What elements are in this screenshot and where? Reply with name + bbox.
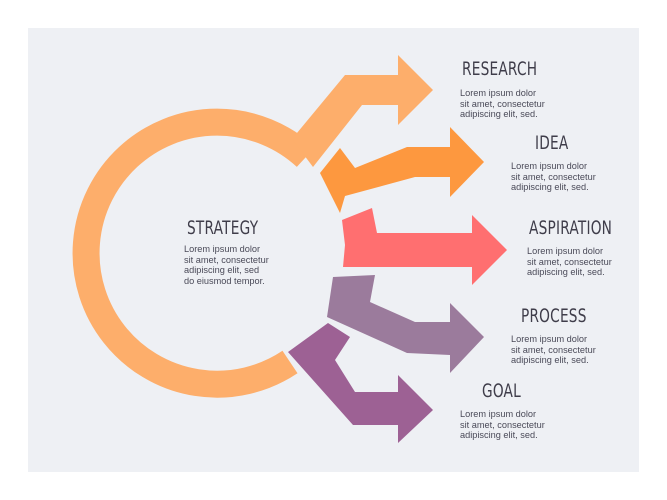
goal-title: GOAL xyxy=(482,380,521,402)
aspiration-arrow xyxy=(342,208,507,285)
center-title: STRATEGY xyxy=(187,217,259,239)
aspiration-description: Lorem ipsum dolor sit amet, consectetur … xyxy=(527,246,612,278)
research-title: RESEARCH xyxy=(462,58,538,80)
research-arrow xyxy=(292,55,433,167)
center-description: Lorem ipsum dolor sit amet, consectetur … xyxy=(184,244,269,286)
process-description: Lorem ipsum dolor sit amet, consectetur … xyxy=(511,334,596,366)
desc-line: sit amet, consectetur xyxy=(511,171,596,182)
idea-arrow xyxy=(320,127,484,213)
goal-arrow xyxy=(288,323,433,443)
desc-line: adipiscing elit, sed. xyxy=(460,109,538,119)
strategy-ring xyxy=(72,108,316,398)
process-title: PROCESS xyxy=(521,305,587,327)
idea-description: Lorem ipsum dolor sit amet, consectetur … xyxy=(511,161,596,193)
desc-line: Lorem ipsum dolor xyxy=(460,409,537,419)
desc-line: adipiscing elit, sed. xyxy=(460,430,538,440)
desc-line: do eiusmod tempor. xyxy=(184,275,265,286)
desc-line: Lorem ipsum dolor xyxy=(460,88,537,98)
idea-title: IDEA xyxy=(535,132,569,154)
process-arrow xyxy=(327,275,484,373)
goal-description: Lorem ipsum dolor sit amet, consectetur … xyxy=(460,409,545,441)
desc-line: sit amet, consectetur xyxy=(511,344,596,355)
research-description: Lorem ipsum dolor sit amet, consectetur … xyxy=(460,88,545,120)
desc-line: Lorem ipsum dolor xyxy=(511,161,588,171)
desc-line: sit amet, consectetur xyxy=(527,256,612,267)
desc-line: Lorem ipsum dolor xyxy=(184,244,261,254)
desc-line: adipiscing elit, sed. xyxy=(511,182,589,192)
desc-line: adipiscing elit, sed xyxy=(184,265,260,275)
desc-line: Lorem ipsum dolor xyxy=(527,246,604,256)
desc-line: adipiscing elit, sed. xyxy=(527,267,605,277)
desc-line: adipiscing elit, sed. xyxy=(511,355,589,365)
desc-line: sit amet, consectetur xyxy=(460,419,545,430)
desc-line: sit amet, consectetur xyxy=(184,254,269,265)
desc-line: Lorem ipsum dolor xyxy=(511,334,588,344)
aspiration-title: ASPIRATION xyxy=(529,217,613,239)
desc-line: sit amet, consectetur xyxy=(460,98,545,109)
